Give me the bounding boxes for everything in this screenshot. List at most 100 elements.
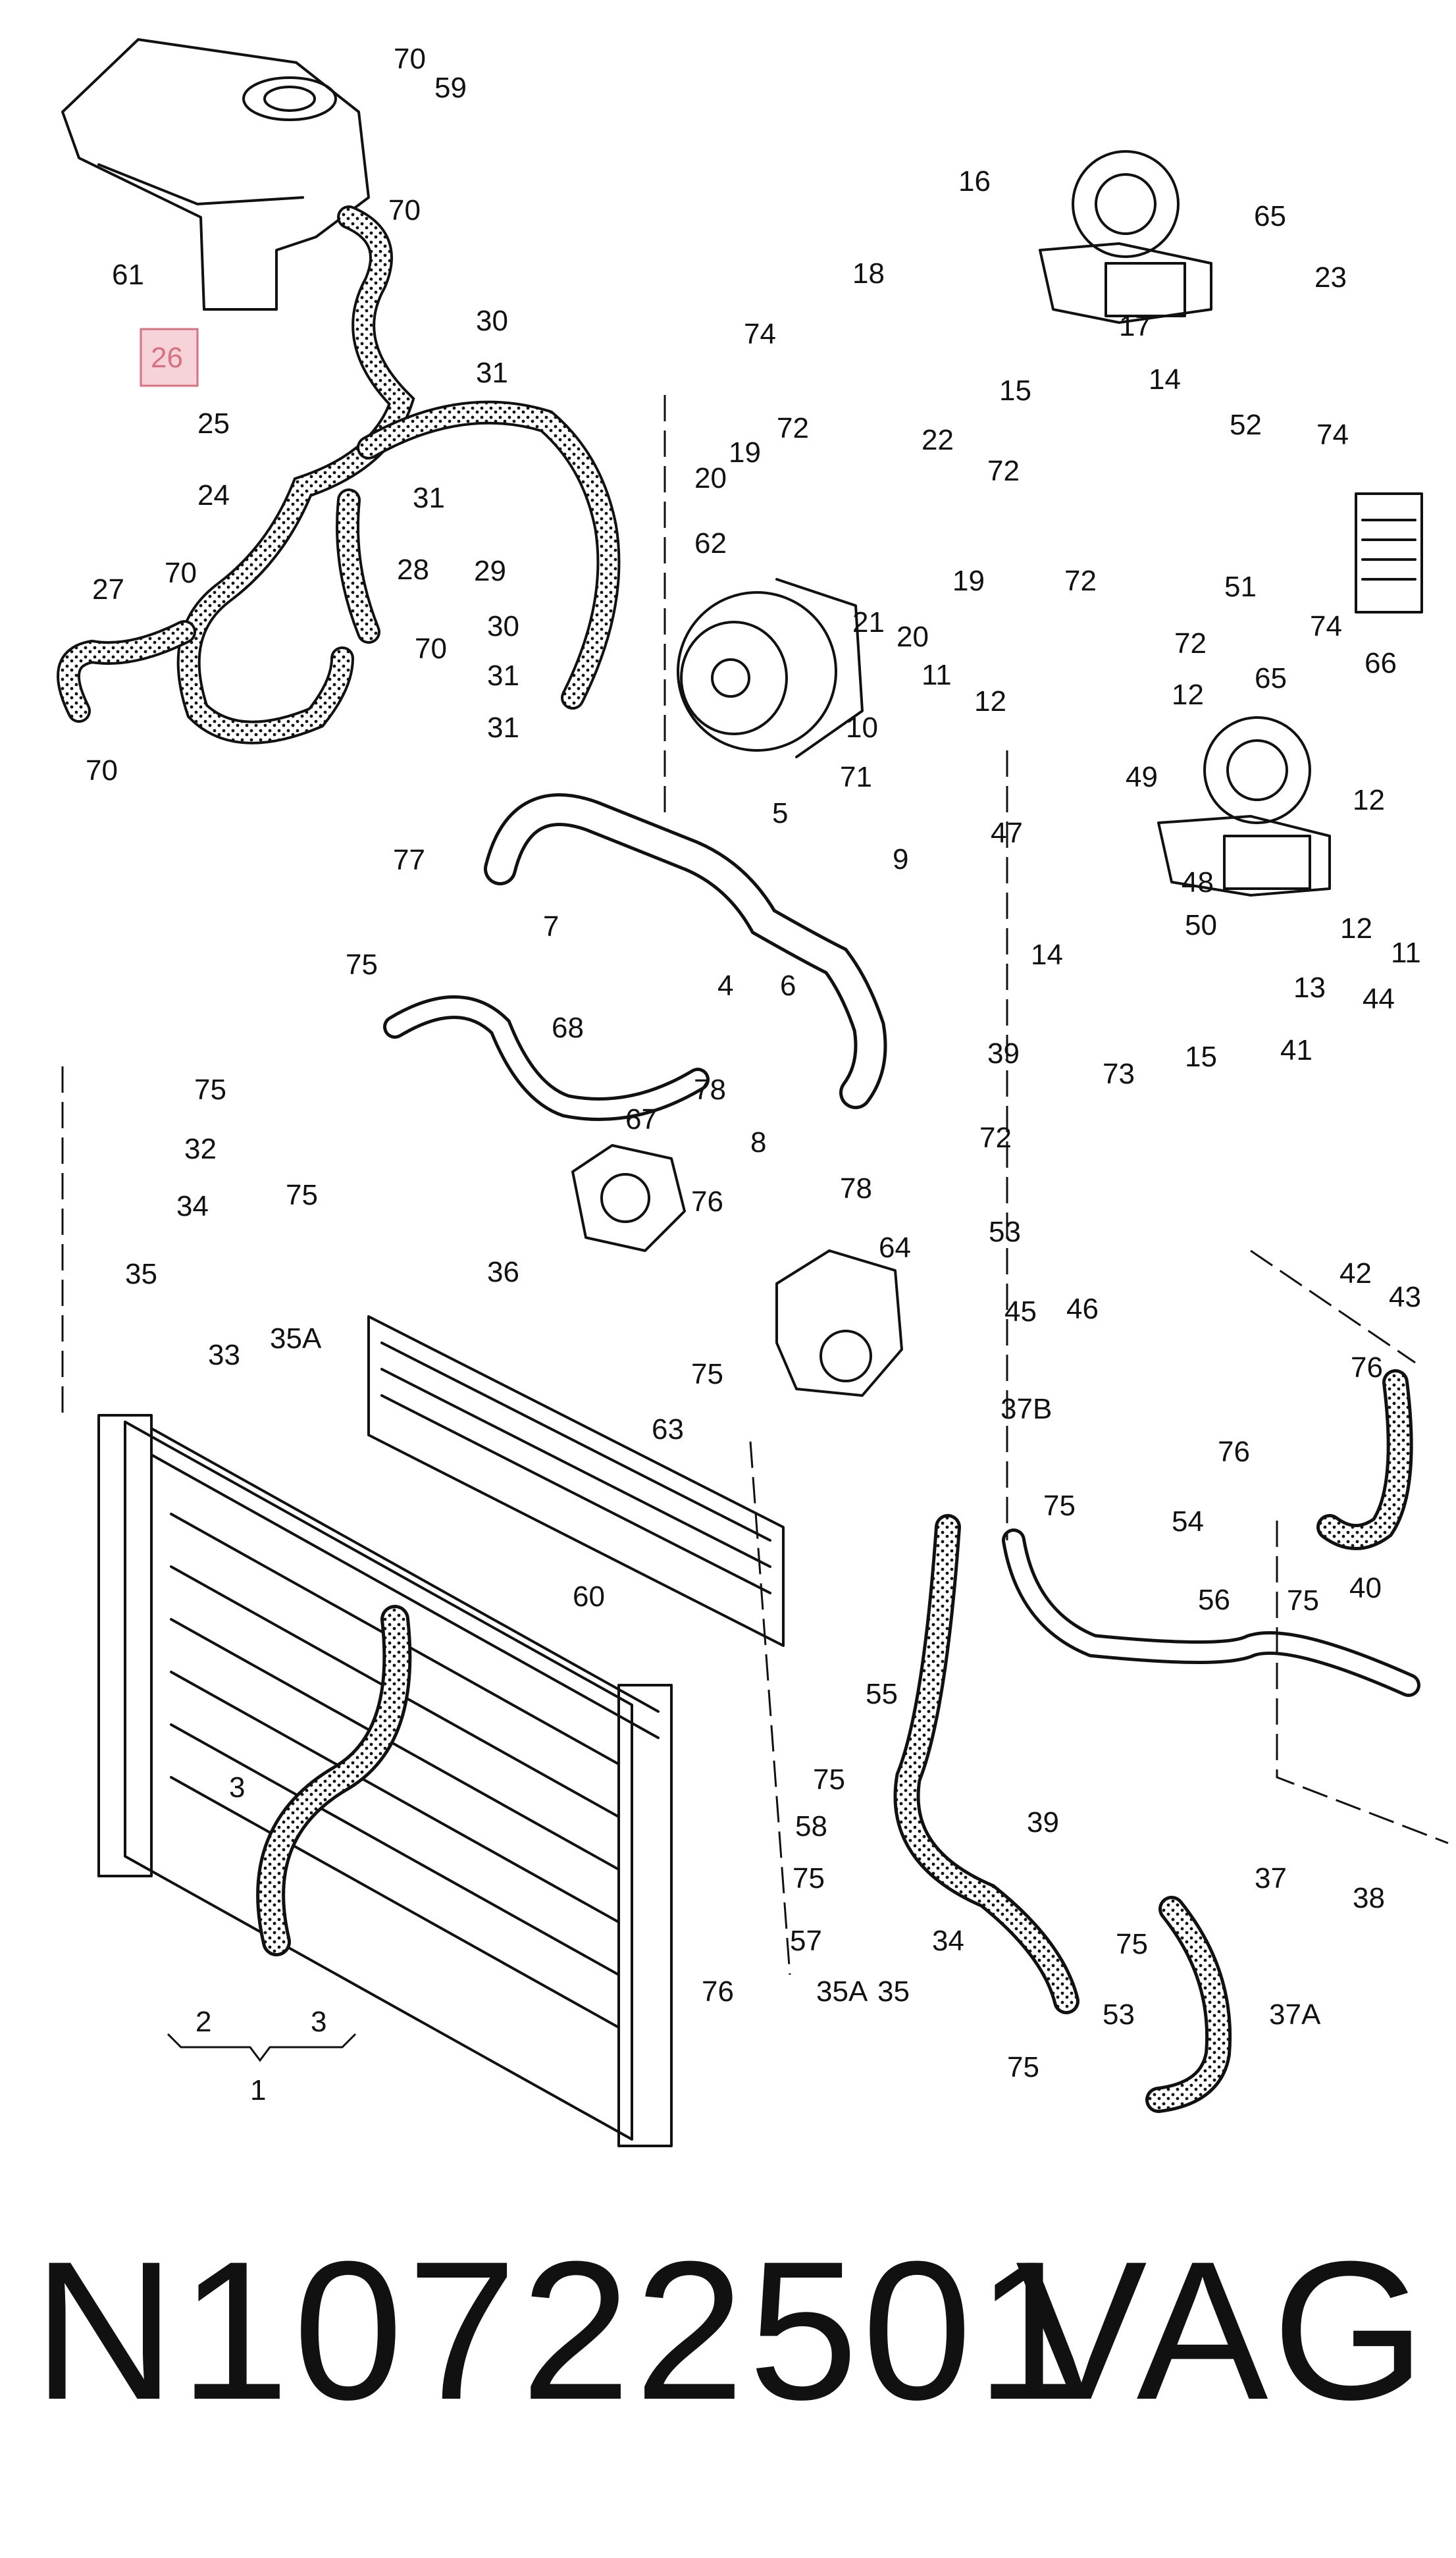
callout-label: 27 [92, 573, 124, 606]
part-number: N10722501 [33, 2220, 1090, 2441]
callout-label: 41 [1280, 1034, 1313, 1066]
callout-label: 12 [974, 685, 1006, 718]
coolant-pipe-68 [383, 995, 710, 1121]
callout-label: 39 [987, 1037, 1020, 1070]
callout-label: 75 [1007, 2051, 1039, 2083]
callout-label: 37 [1255, 1862, 1287, 1894]
callout-label: 12 [1353, 784, 1385, 816]
callout-label: 53 [989, 1216, 1021, 1248]
callout-label: 24 [197, 479, 230, 511]
callout-label: 6 [780, 970, 796, 1002]
auxiliary-coolant-pump [571, 1144, 686, 1252]
callout-label: 2 [195, 2006, 211, 2038]
callout-label: 55 [866, 1678, 898, 1710]
callout-label: 56 [1198, 1584, 1230, 1616]
coolant-pipe-4 [484, 793, 887, 1109]
callout-label: 36 [487, 1256, 519, 1288]
callout-label: 15 [999, 375, 1031, 407]
callout-label: 75 [346, 949, 378, 981]
callout-label: 70 [86, 754, 118, 787]
callout-label: 63 [652, 1413, 684, 1446]
callout-label: 31 [476, 357, 508, 389]
callout-label: 3 [229, 1771, 245, 1804]
callout-label: 34 [176, 1190, 209, 1222]
brand-name: VAG [1015, 2220, 1430, 2441]
callout-label: 17 [1119, 310, 1151, 342]
callout-label: 22 [922, 424, 954, 456]
callout-label: 16 [958, 165, 991, 197]
callout-label: 74 [1316, 419, 1349, 451]
highlighted-part-label: 26 [151, 342, 183, 374]
callout-label: 60 [573, 1580, 605, 1613]
callout-label: 35A [270, 1322, 322, 1355]
callout-label: 68 [552, 1012, 584, 1044]
alternator [677, 578, 864, 758]
callout-label: 75 [691, 1358, 723, 1390]
callout-label: 31 [487, 712, 519, 744]
callout-label: 50 [1185, 909, 1217, 941]
turbocharger-upper [1039, 150, 1212, 324]
callout-label: 28 [397, 554, 429, 586]
expansion-tank [61, 38, 370, 311]
callout-label: 75 [194, 1074, 226, 1106]
callout-label: 38 [1353, 1882, 1385, 1914]
callout-labels: 70 59 70 61 30 31 25 24 31 28 29 27 70 7… [86, 43, 1421, 2106]
highlighted-part-callout: 26 [140, 328, 199, 387]
callout-label: 71 [840, 761, 872, 793]
callout-label: 40 [1349, 1572, 1382, 1604]
callout-label: 44 [1363, 983, 1395, 1015]
callout-label: 59 [434, 72, 467, 104]
callout-label: 70 [388, 194, 421, 226]
callout-label: 65 [1255, 662, 1287, 694]
callout-label: 64 [879, 1232, 911, 1264]
callout-label: 23 [1314, 261, 1347, 294]
callout-label: 72 [1064, 565, 1097, 597]
callout-label: 65 [1254, 200, 1286, 232]
callout-label: 75 [1043, 1490, 1076, 1522]
callout-label: 75 [793, 1862, 825, 1894]
callout-label: 77 [393, 844, 425, 876]
callout-label: 3 [311, 2006, 326, 2038]
callout-label: 57 [790, 1925, 822, 1957]
callout-label: 1 [250, 2074, 266, 2106]
callout-label: 37B [1001, 1393, 1052, 1425]
callout-label: 72 [1174, 627, 1207, 660]
callout-label: 35A [816, 1975, 868, 2008]
callout-label: 75 [813, 1763, 845, 1796]
callout-label: 76 [691, 1186, 723, 1218]
callout-label: 58 [795, 1810, 827, 1842]
callout-label: 10 [846, 712, 878, 744]
callout-label: 11 [1391, 937, 1421, 969]
callout-label: 74 [744, 318, 776, 350]
callout-label: 49 [1126, 761, 1158, 793]
callout-label: 12 [1172, 679, 1204, 711]
callout-label: 31 [413, 482, 445, 514]
callout-label: 19 [952, 565, 985, 597]
turbocharger-lower [1157, 716, 1331, 897]
callout-label: 37A [1269, 1998, 1321, 2031]
callout-label: 72 [979, 1122, 1012, 1154]
callout-label: 29 [474, 555, 506, 587]
callout-label: 25 [197, 407, 230, 440]
auxiliary-radiator [367, 1315, 785, 1647]
callout-label: 18 [852, 257, 885, 290]
callout-label: 75 [1287, 1584, 1319, 1617]
callout-label: 20 [897, 621, 929, 653]
reference-lines [61, 395, 1449, 1975]
callout-label: 19 [729, 436, 761, 469]
coolant-hoses-lower [256, 1369, 1420, 2113]
callout-label: 66 [1365, 647, 1397, 679]
callout-label: 35 [877, 1975, 910, 2008]
callout-label: 20 [694, 462, 727, 494]
callout-label: 72 [987, 455, 1020, 487]
callout-label: 32 [184, 1133, 217, 1165]
callout-label: 7 [543, 910, 559, 943]
callout-label: 78 [840, 1172, 872, 1205]
callout-label: 43 [1389, 1281, 1421, 1313]
callout-label: 35 [125, 1258, 157, 1290]
callout-label: 15 [1185, 1041, 1217, 1073]
callout-label: 48 [1182, 866, 1214, 899]
callout-label: 9 [893, 843, 908, 875]
callout-label: 75 [286, 1179, 318, 1211]
